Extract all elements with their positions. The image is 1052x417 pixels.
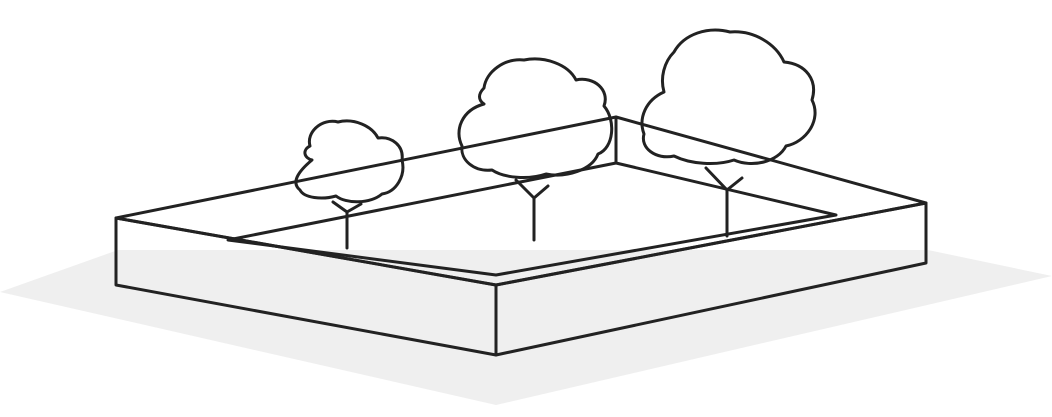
ground-shadow [0, 250, 1052, 405]
planter-inner-floor [226, 161, 838, 277]
tree-trunk [514, 178, 550, 242]
tree-canopy [640, 28, 817, 165]
tree-canopy [457, 57, 614, 179]
planter-right-face [494, 201, 928, 357]
tree-large-right [640, 28, 817, 238]
tree-canopy [294, 119, 405, 204]
tree-trunk [331, 200, 363, 250]
tree-small-left [294, 119, 405, 250]
tree-medium-middle [457, 57, 614, 242]
tree-trunk [704, 166, 744, 238]
